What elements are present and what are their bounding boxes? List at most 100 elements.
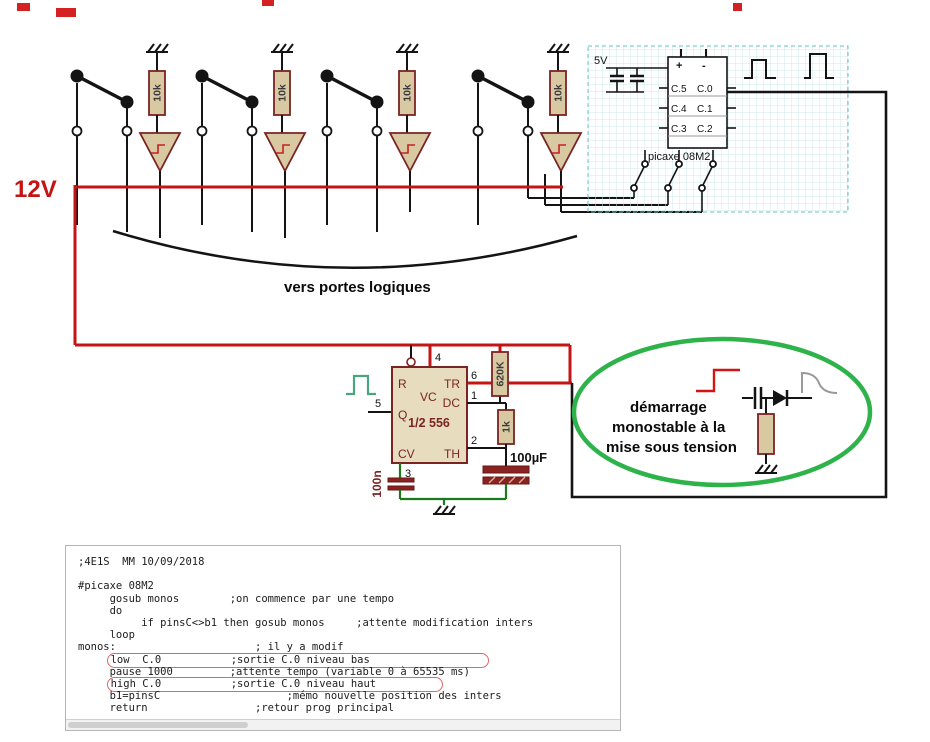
picaxe-pin-c2: C.2 xyxy=(697,124,713,135)
square-wave-icon-2 xyxy=(804,53,834,79)
diode xyxy=(773,390,787,406)
input-switch-3 xyxy=(698,150,717,212)
hysteresis-icon xyxy=(552,144,566,154)
capacitor-100uf-label: 100µF xyxy=(510,450,547,465)
switch-channel-4: 10k xyxy=(471,43,583,225)
code-listing-panel: ;4E1S MM 10/09/2018 #picaxe 08M2 gosub m… xyxy=(65,545,621,731)
schmitt-inverter xyxy=(388,132,432,173)
pin-label-tr: TR xyxy=(444,377,460,391)
code-line: b1=pinsC ;mémo nouvelle position des int… xyxy=(78,690,502,703)
red-annotation-box: high C.0 ;sortie C.0 niveau haut xyxy=(106,676,444,692)
hysteresis-icon xyxy=(401,144,415,154)
timer-556: 5 4 R TR VC DC Q 1/2 556 CV TH 6 1 2 3 6… xyxy=(346,345,547,515)
input-switch-2 xyxy=(664,150,683,205)
code-line: ;4E1S MM 10/09/2018 xyxy=(78,556,205,568)
capacitor-100n-label: 100n xyxy=(370,470,384,497)
trigger-wave-icon xyxy=(346,374,376,396)
code-line: loop xyxy=(78,629,135,642)
pin-bubble xyxy=(406,357,416,367)
ground-symbol xyxy=(395,43,419,53)
hysteresis-icon xyxy=(276,144,290,154)
pin-label-cv: CV xyxy=(398,447,415,461)
pin-label-vc: VC xyxy=(420,390,437,404)
schmitt-inverter xyxy=(263,132,307,173)
timer-name-label: 1/2 556 xyxy=(408,416,450,430)
timer-556-chip xyxy=(391,366,468,464)
picaxe-section: 5V + - C.5 C.0 C.4 C.1 C.3 C.2 xyxy=(587,45,849,213)
bus-brace-curve xyxy=(112,229,578,269)
bus-note-label: vers portes logiques xyxy=(284,279,431,296)
switch-lever xyxy=(326,74,378,104)
code-line: return ;retour prog principal xyxy=(78,702,395,715)
ground-symbol xyxy=(546,43,570,53)
resistor-1k-label: 1k xyxy=(501,421,513,433)
code-line xyxy=(78,568,620,580)
schmitt-inverter xyxy=(539,132,583,173)
ground-symbol xyxy=(432,505,456,515)
supply-12v-label: 12V xyxy=(14,176,57,203)
picaxe-pin-c5: C.5 xyxy=(671,84,687,95)
code-line: gosub monos ;on commence par une tempo xyxy=(78,592,395,605)
pin-number-3: 3 xyxy=(405,468,411,480)
pin-number-4: 4 xyxy=(435,352,441,364)
picaxe-pin-c3: C.3 xyxy=(671,124,687,135)
capacitor-100uf xyxy=(482,465,530,474)
pin-number-5: 5 xyxy=(375,398,381,410)
resistor-620k xyxy=(491,351,509,397)
code-line-high: high C.0 ;sortie C.0 niveau haut xyxy=(78,676,620,692)
pin-label-q: Q xyxy=(398,408,407,422)
pin-number-1: 1 xyxy=(471,390,477,402)
pin-number-6: 6 xyxy=(471,370,477,382)
code-line: if pinsC<>b1 then gosub monos ;attente m… xyxy=(78,616,534,629)
resistor-label: 10k xyxy=(402,84,414,102)
decoupling-capacitors xyxy=(606,67,668,93)
monostable-annotation: démarrage monostable à la mise sous tens… xyxy=(571,336,873,488)
plus-pin-label: + xyxy=(676,60,682,72)
code-line: do xyxy=(78,604,123,617)
resistor-label: 10k xyxy=(152,84,164,102)
scrollbar-thumb[interactable] xyxy=(68,722,248,728)
note-line-1: démarrage xyxy=(630,399,707,416)
pulldown-resistor xyxy=(757,413,775,455)
note-line-3: mise sous tension xyxy=(606,439,737,456)
switch-lever xyxy=(477,74,529,104)
code-line: #picaxe 08M2 xyxy=(78,580,154,593)
pin-label-dc: DC xyxy=(443,396,461,410)
horizontal-scrollbar[interactable] xyxy=(66,719,620,730)
schmitt-inverter xyxy=(138,132,182,173)
red-annotation-box: low C.0 ;sortie C.0 niveau bas xyxy=(106,652,489,668)
resistor-label: 10k xyxy=(553,84,565,102)
pin-number-2: 2 xyxy=(471,435,477,447)
resistor-label: 10k xyxy=(277,84,289,102)
picaxe-pin-c1: C.1 xyxy=(697,104,713,115)
resistor-620k-label: 620K xyxy=(495,361,507,387)
code-line: pause 1000 ;attente tempo (variable 0 à … xyxy=(78,665,470,678)
supply-5v-label: 5V xyxy=(594,55,608,67)
ground-symbol xyxy=(754,464,778,474)
feedback-loop-wire xyxy=(570,90,888,499)
square-wave-icon xyxy=(744,59,776,79)
capacitor-100n xyxy=(387,477,415,483)
switch-channel-1: 10k xyxy=(70,43,182,238)
switch-channel-2: 10k xyxy=(195,43,307,238)
pin-label-th: TH xyxy=(444,447,460,461)
code-line-low: low C.0 ;sortie C.0 niveau bas xyxy=(78,652,620,668)
rising-edge-icon xyxy=(696,368,740,393)
picaxe-chip xyxy=(667,56,728,149)
power-rail-12v: 12V xyxy=(14,176,572,385)
picaxe-pin-c4: C.4 xyxy=(671,104,687,115)
red-scribble-marks xyxy=(17,0,742,17)
ground-symbol xyxy=(270,43,294,53)
green-ellipse xyxy=(571,336,873,488)
switch-channel-3: 10k xyxy=(320,43,432,232)
code-line: monos: ; il y a modif xyxy=(78,641,344,654)
pin-label-r: R xyxy=(398,377,407,391)
input-switch-1 xyxy=(630,150,649,198)
switch-lever xyxy=(201,74,253,104)
ground-symbol xyxy=(145,43,169,53)
note-line-2: monostable à la xyxy=(612,419,726,436)
decay-pulse-icon xyxy=(801,371,838,394)
minus-pin-label: - xyxy=(702,60,706,72)
